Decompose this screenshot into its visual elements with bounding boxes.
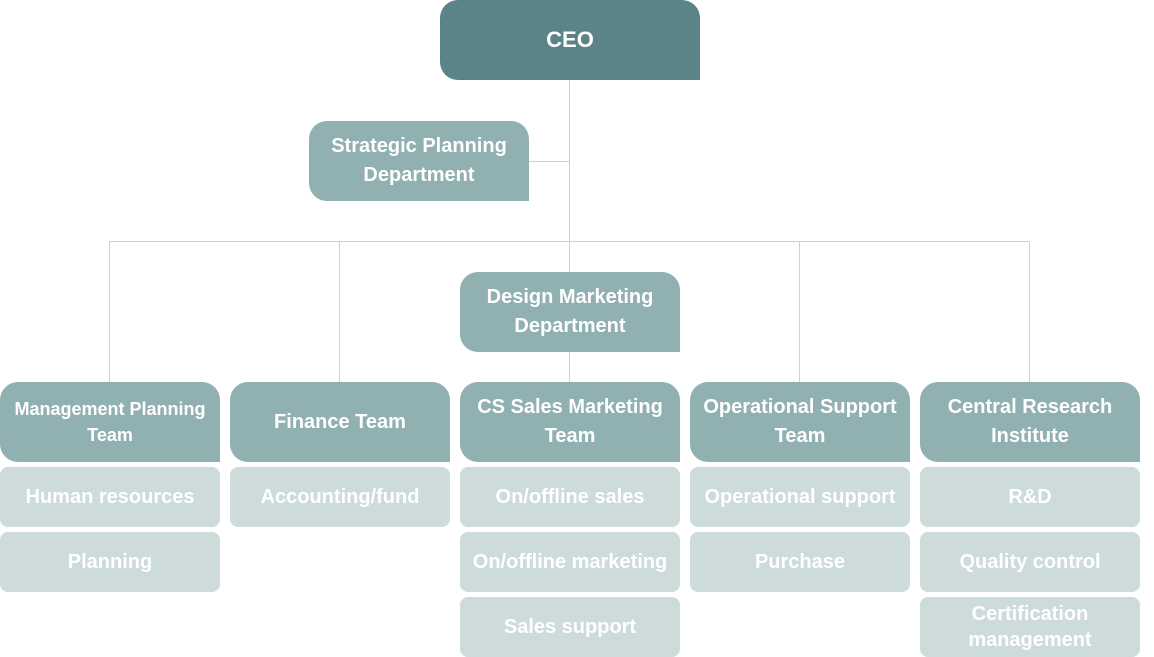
subteam-purchase: Purchase [690,532,910,592]
strategic-planning-department-box: Strategic Planning Department [309,121,529,201]
finance-team-box: Finance Team [230,382,450,462]
subteam-label: Operational support [704,485,896,508]
team-label: Management Planning Team [14,398,206,445]
subteam-label: R&D [1008,485,1052,508]
subteam-r-and-d: R&D [920,467,1140,527]
subteam-label: Certification management [968,603,1092,651]
subteam-label: Quality control [959,550,1101,573]
connector-team-2 [339,241,340,382]
ceo-label: CEO [546,27,594,53]
subteam-label: Purchase [754,550,846,573]
subteam-sales-support: Sales support [460,597,680,657]
team-label: CS Sales Marketing Team [477,396,663,447]
subteam-label: Sales support [503,615,637,638]
subteam-label: Accounting/fund [260,485,420,508]
subteam-label: On/offline marketing [472,550,668,573]
team-label: Operational Support Team [703,396,897,447]
connector-team-5 [1029,241,1030,382]
connector-team-4 [799,241,800,382]
subteam-human-resources: Human resources [0,467,220,527]
connector-team-1 [109,241,110,382]
team-label: Finance Team [274,410,406,433]
design-marketing-department-box: Design Marketing Department [460,272,680,352]
management-planning-team-box: Management Planning Team [0,382,220,462]
team-label: Central Research Institute [947,396,1113,447]
subteam-planning: Planning [0,532,220,592]
ceo-box: CEO [440,0,700,80]
connector-strategic-branch [529,161,569,162]
subteam-label: Human resources [25,485,195,508]
design-marketing-department-label: Design Marketing Department [486,286,654,337]
subteam-label: On/offline sales [495,485,645,508]
cs-sales-marketing-team-box: CS Sales Marketing Team [460,382,680,462]
central-research-institute-box: Central Research Institute [920,382,1140,462]
subteam-label: Planning [67,550,153,573]
subteam-certification-management: Certification management [920,597,1140,657]
subteam-accounting-fund: Accounting/fund [230,467,450,527]
subteam-online-offline-marketing: On/offline marketing [460,532,680,592]
strategic-planning-department-label: Strategic Planning Department [331,135,507,186]
subteam-operational-support: Operational support [690,467,910,527]
connector-teams-bus [109,241,1030,242]
subteam-quality-control: Quality control [920,532,1140,592]
connector-ceo-trunk [569,80,570,382]
operational-support-team-box: Operational Support Team [690,382,910,462]
subteam-online-offline-sales: On/offline sales [460,467,680,527]
